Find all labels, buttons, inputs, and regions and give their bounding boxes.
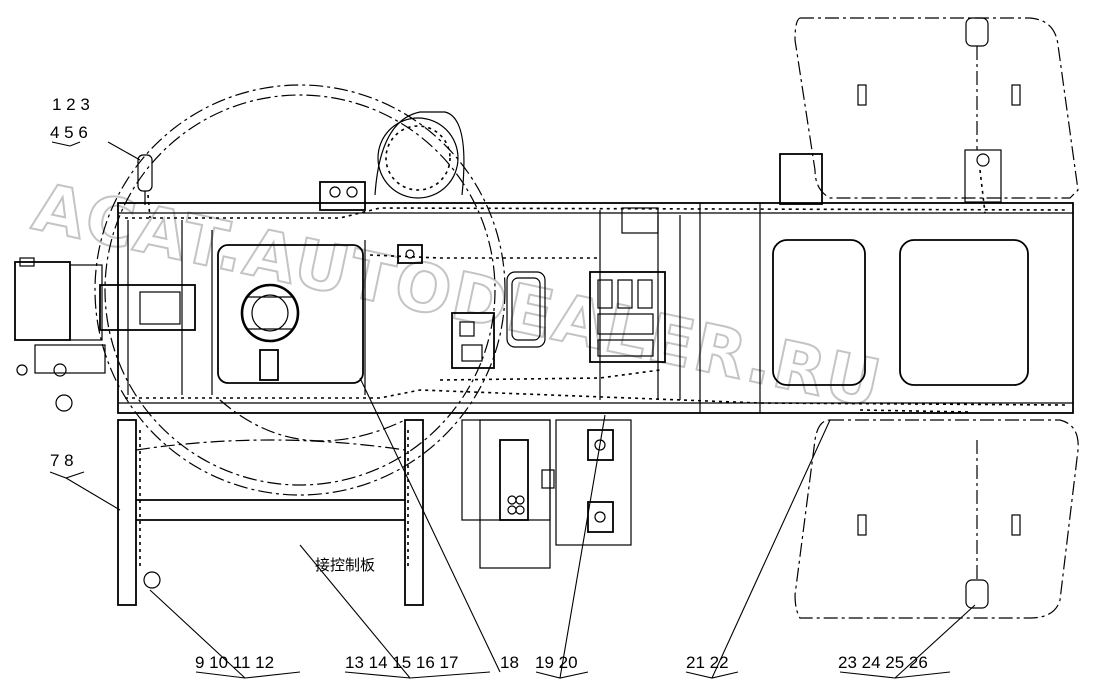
front-section [14,220,213,412]
callout-1-2-3: 1 2 3 [52,95,90,114]
callout-23-26: 23 24 25 26 [838,653,928,672]
turntable-ring [374,111,465,199]
callout-7-8: 7 8 [50,451,74,470]
callout-4-5-6: 4 5 6 [50,123,88,142]
control-panel-note: 接控制板 [315,556,375,574]
fuel-tank [240,283,300,381]
junction-box-small [397,244,423,264]
top-connector [319,181,366,211]
outrigger-plate-bottom [794,419,1079,619]
valve-bank [589,207,666,400]
wiring-harness [125,169,1066,413]
callout-18: 18 [500,653,519,672]
rear-window-left [772,239,866,386]
chassis-frame [117,202,1074,414]
callout-13-17: 13 14 15 16 17 [345,653,458,672]
slewing-circle [94,84,506,496]
leader-lines [49,141,976,679]
control-panel [461,419,632,569]
outrigger-plate-top [794,17,1079,199]
callout-19-20: 19 20 [535,653,578,672]
controller-box [451,312,495,369]
exhaust-unit [779,149,1002,205]
lamp-top-left [137,154,153,205]
engine-compartment [217,240,366,395]
callout-9-12: 9 10 11 12 [195,653,274,672]
callout-21-22: 21 22 [686,653,729,672]
rear-window-right [899,239,1029,386]
lower-frame [117,399,424,606]
cab-window-center [506,271,546,348]
